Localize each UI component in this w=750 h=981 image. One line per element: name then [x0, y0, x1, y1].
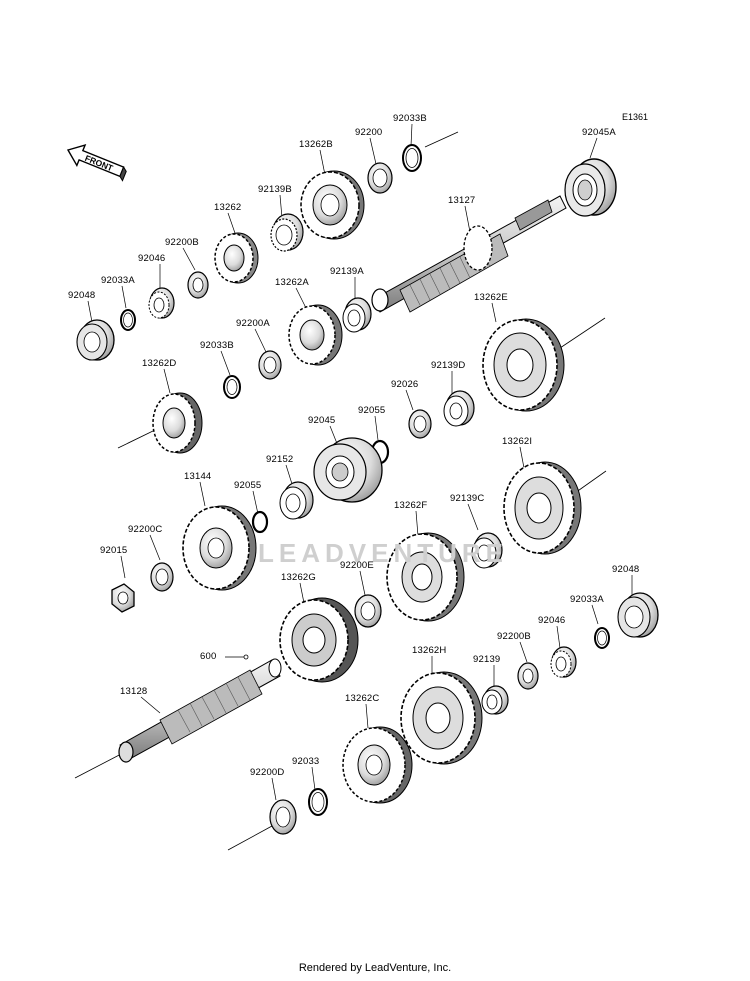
circlip-92033: [308, 788, 328, 816]
gear-13262b: [300, 170, 365, 240]
spacer-92200-top: [367, 162, 393, 194]
footer-credit: Rendered by LeadVenture, Inc.: [298, 962, 452, 974]
part-label-92048-top: 92048: [68, 290, 96, 301]
part-label-13262d: 13262D: [142, 358, 177, 369]
part-label-13262i: 13262I: [502, 436, 533, 447]
part-label-92139c: 92139C: [450, 493, 485, 504]
gear-13262h: [400, 671, 483, 765]
spacer-92200b-top: [187, 271, 209, 299]
needle-bearing-92139d: [443, 390, 475, 427]
bearing-92048-bot: [617, 592, 659, 638]
part-label-92046-bot: 92046: [538, 615, 566, 626]
diagram-code: E1361: [622, 112, 649, 122]
needle-bearing-92046-bot: [550, 646, 577, 678]
bearing-92045: [313, 437, 383, 503]
part-label-600: 600: [200, 651, 217, 662]
gear-13262d: [152, 392, 203, 454]
part-label-92139a: 92139A: [330, 266, 364, 277]
part-label-92200d: 92200D: [250, 767, 285, 778]
part-label-92015: 92015: [100, 545, 128, 556]
part-label-13262: 13262: [214, 202, 242, 213]
spacer-92200c: [150, 562, 174, 592]
circlip-92033b-mid: [223, 375, 241, 399]
circlip-92033a-bot: [594, 627, 610, 649]
needle-bearing-92046-top: [148, 287, 175, 319]
gear-13262c: [342, 726, 413, 804]
part-label-13262e: 13262E: [474, 292, 508, 303]
part-label-92055-top: 92055: [358, 405, 386, 416]
spacer-92200a: [258, 350, 282, 380]
part-label-13262f: 13262F: [394, 500, 428, 511]
needle-bearing-92139: [481, 685, 509, 715]
spacer-92200b-bot: [517, 662, 539, 690]
marker-600: [243, 654, 249, 660]
part-label-92045a: 92045A: [582, 127, 616, 138]
part-label-92200a: 92200A: [236, 318, 270, 329]
axis-guide-lines: [74, 131, 607, 851]
part-label-13262b: 13262B: [299, 139, 333, 150]
part-label-92200e: 92200E: [340, 560, 374, 571]
circlip-92033b-top: [402, 144, 422, 172]
part-label-13262h: 13262H: [412, 645, 447, 656]
part-label-92139b: 92139B: [258, 184, 292, 195]
spacer-92200e: [354, 594, 382, 628]
part-label-92033a-bot: 92033A: [570, 594, 604, 605]
gear-13262a: [288, 304, 343, 366]
shaft-13128: [118, 658, 282, 763]
collar-92152: [279, 481, 314, 520]
part-label-92152: 92152: [266, 454, 294, 465]
part-label-92139: 92139: [473, 654, 501, 665]
part-label-92139d: 92139D: [431, 360, 466, 371]
part-label-13262g: 13262G: [281, 572, 317, 583]
part-label-13144: 13144: [184, 471, 212, 482]
oring-92055-mid: [251, 510, 269, 534]
needle-bearing-92139a: [342, 297, 372, 333]
front-arrow-label: FRONT: [84, 153, 116, 174]
needle-bearing-92139b: [270, 213, 304, 252]
bearing-92045a: [564, 158, 617, 217]
front-arrow-icon: FRONT: [66, 143, 127, 182]
gear-13262g: [279, 597, 359, 683]
watermark: LEADVENTURE: [258, 538, 509, 568]
nut-92015: [111, 583, 135, 613]
part-label-92033: 92033: [292, 756, 320, 767]
spacer-92026: [408, 409, 432, 439]
part-label-92045: 92045: [308, 415, 336, 426]
gear-13262: [214, 232, 259, 284]
part-label-92048-bot: 92048: [612, 564, 640, 575]
gear-13144: [182, 505, 257, 591]
part-label-13262a: 13262A: [275, 277, 309, 288]
part-label-13128: 13128: [120, 686, 148, 697]
part-label-92200b-top: 92200B: [165, 237, 199, 248]
spacer-92200d: [269, 799, 297, 835]
part-label-92200c: 92200C: [128, 524, 163, 535]
part-label-92033a-top: 92033A: [101, 275, 135, 286]
part-label-92055-mid: 92055: [234, 480, 262, 491]
gear-13262e: [482, 318, 565, 412]
part-label-13262c: 13262C: [345, 693, 380, 704]
gear-13262f: [386, 532, 465, 622]
part-label-92026: 92026: [391, 379, 419, 390]
part-label-92046-top: 92046: [138, 253, 166, 264]
shaft-13127: [371, 195, 567, 313]
bearing-92048-top: [76, 319, 115, 361]
gear-13262i: [503, 461, 582, 555]
part-label-13127: 13127: [448, 195, 476, 206]
needle-bearing-92139c: [471, 532, 503, 569]
part-label-92200-top: 92200: [355, 127, 383, 138]
part-label-92033b-top: 92033B: [393, 113, 427, 124]
part-label-92033b-mid: 92033B: [200, 340, 234, 351]
part-label-92200b-bot: 92200B: [497, 631, 531, 642]
circlip-92033a-top: [120, 309, 136, 331]
